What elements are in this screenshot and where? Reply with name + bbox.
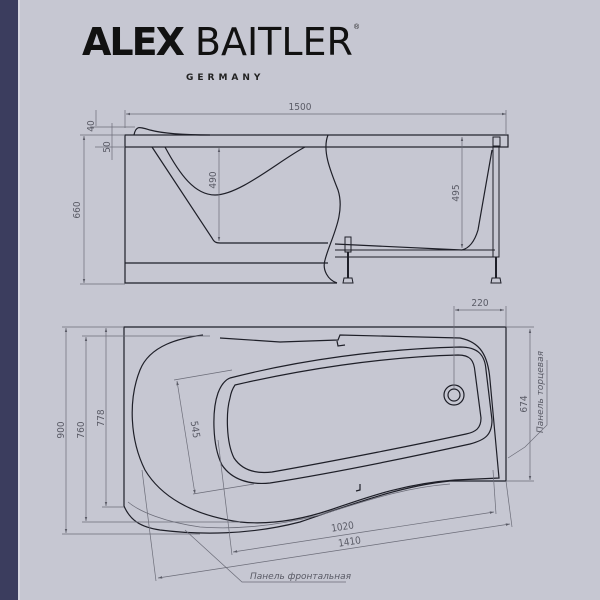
dim-length-1020: 1020 <box>330 520 355 534</box>
end-panel-label: Панель торцевая <box>536 350 546 433</box>
bowl-inner <box>226 354 482 474</box>
left-brand-stripe <box>0 0 18 600</box>
front-panel-outline <box>124 147 337 284</box>
dim-length-1410: 1410 <box>337 535 362 549</box>
brand-name-light: BAITLER <box>194 20 353 64</box>
end-panel-leader <box>507 360 548 459</box>
dim-height-660: 660 <box>72 201 83 218</box>
tub-inner-curve <box>164 146 306 196</box>
brand-name-bold: ALEX <box>82 20 185 64</box>
front-panel-line <box>127 483 451 529</box>
side-view-dimensions <box>80 110 507 285</box>
headrest-profile <box>133 127 211 136</box>
break-line <box>323 134 341 284</box>
tub-inner-profile <box>151 146 328 244</box>
dim-depth-495: 495 <box>451 184 462 201</box>
drain-inner <box>447 388 461 402</box>
brand-country: GERMANY <box>186 73 265 83</box>
bowl-outer <box>213 346 493 485</box>
dim-inner-545: 545 <box>188 420 202 439</box>
dim-rim-50: 50 <box>102 141 113 153</box>
overflow-fitting <box>492 136 501 147</box>
rim-notch-bottom <box>355 484 361 492</box>
dim-length-1500: 1500 <box>289 102 312 113</box>
outer-contour <box>123 326 507 534</box>
top-view <box>123 326 507 534</box>
front-panel-leader <box>184 529 346 583</box>
registered-mark: ® <box>353 24 360 31</box>
stripe-edge <box>18 0 20 600</box>
dim-width-900: 900 <box>56 421 67 438</box>
rim-notch-top <box>336 340 346 347</box>
dim-end-674: 674 <box>519 395 530 412</box>
brand-logo: ALEX BAITLER ® <box>82 18 359 62</box>
dim-depth-490: 490 <box>208 171 219 188</box>
dim-width-778: 778 <box>96 409 107 426</box>
dim-width-760: 760 <box>76 421 87 438</box>
rim-inner-line <box>131 334 500 524</box>
top-view-dimensions <box>62 306 548 583</box>
frame-leg-right <box>492 146 500 258</box>
side-rim <box>124 134 509 148</box>
dim-rim-40: 40 <box>86 120 97 132</box>
tub-right-profile <box>334 149 493 251</box>
front-panel-label: Панель фронтальная <box>250 572 352 582</box>
dim-drain-220: 220 <box>471 298 488 309</box>
side-view <box>124 127 509 284</box>
